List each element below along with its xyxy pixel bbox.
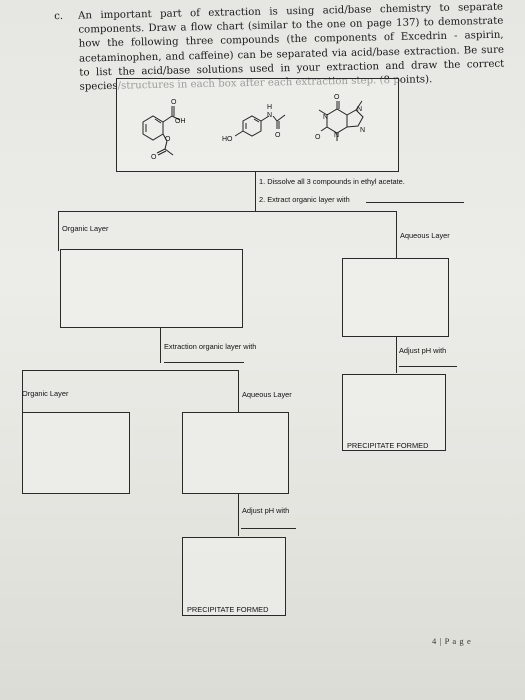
organic-layer-label-2: Organic Layer: [22, 389, 69, 398]
aqueous-layer-box-1[interactable]: [342, 258, 449, 337]
step-1-text: 1. Dissolve all 3 compounds in ethyl ace…: [259, 177, 405, 186]
split-left-drop-1: [58, 211, 60, 251]
organic-layer-box-2[interactable]: [22, 412, 130, 494]
step-2-blank[interactable]: [366, 202, 464, 203]
split-horizontal-2: [22, 370, 238, 372]
precipitate-box-1[interactable]: [342, 374, 446, 451]
aqueous-layer-label-2: Aqueous Layer: [242, 390, 292, 399]
extraction-organic-blank[interactable]: [164, 362, 244, 363]
adjust-ph-blank-2[interactable]: [241, 528, 296, 529]
aqueous-layer-box-2[interactable]: [182, 412, 289, 494]
precipitate-label-1: PRECIPITATE FORMED: [347, 441, 429, 450]
acetaminophen-ho-label: HO: [222, 136, 233, 143]
connector-aqueous-down: [396, 337, 398, 373]
split-horizontal-1: [58, 211, 396, 213]
aspirin-ester-o-label: O: [165, 136, 171, 143]
precipitate-label-2: PRECIPITATE FORMED: [187, 605, 269, 614]
connector-organic-down: [160, 328, 162, 363]
caffeine-n3-label: N: [357, 106, 362, 113]
aspirin-o-label: O: [171, 99, 177, 106]
acetaminophen-n-label: N: [267, 112, 272, 119]
split-right-drop-1: [396, 211, 398, 259]
organic-layer-box-1[interactable]: [60, 249, 243, 328]
caffeine-o2-label: O: [315, 134, 321, 141]
precipitate-box-2[interactable]: [182, 537, 286, 616]
step-2-text: 2. Extract organic layer with: [259, 195, 350, 204]
page-number: 4 | P a g e: [432, 636, 472, 646]
caffeine-n1-label: N: [323, 114, 328, 121]
caffeine-n2-label: N: [334, 132, 339, 139]
extraction-organic-label: Extraction organic layer with: [164, 342, 257, 351]
caffeine-n4-label: N: [360, 127, 365, 134]
connector-aqueous-down-2: [238, 494, 240, 536]
adjust-ph-blank-1[interactable]: [399, 366, 457, 367]
organic-layer-label-1: Organic Layer: [62, 224, 109, 233]
adjust-ph-label-2: Adjust pH with: [242, 506, 290, 515]
aspirin-carbonyl-o-label: O: [151, 154, 157, 161]
acetaminophen-o-label: O: [275, 132, 281, 139]
connector-steps: [255, 172, 257, 212]
split-right-drop-2: [238, 370, 240, 412]
aqueous-layer-label-1: Aqueous Layer: [400, 231, 450, 240]
aspirin-oh-label: OH: [175, 118, 186, 125]
caffeine-o1-label: O: [334, 94, 340, 101]
adjust-ph-label-1: Adjust pH with: [399, 346, 447, 355]
chemical-structures: OH O O O H N HO O O O N N N N: [142, 94, 365, 161]
structures-box: OH O O O H N HO O O O N N N N: [116, 78, 399, 172]
question-label: c.: [54, 10, 64, 23]
split-left-drop-2: [22, 370, 24, 412]
acetaminophen-h-label: H: [267, 104, 272, 111]
